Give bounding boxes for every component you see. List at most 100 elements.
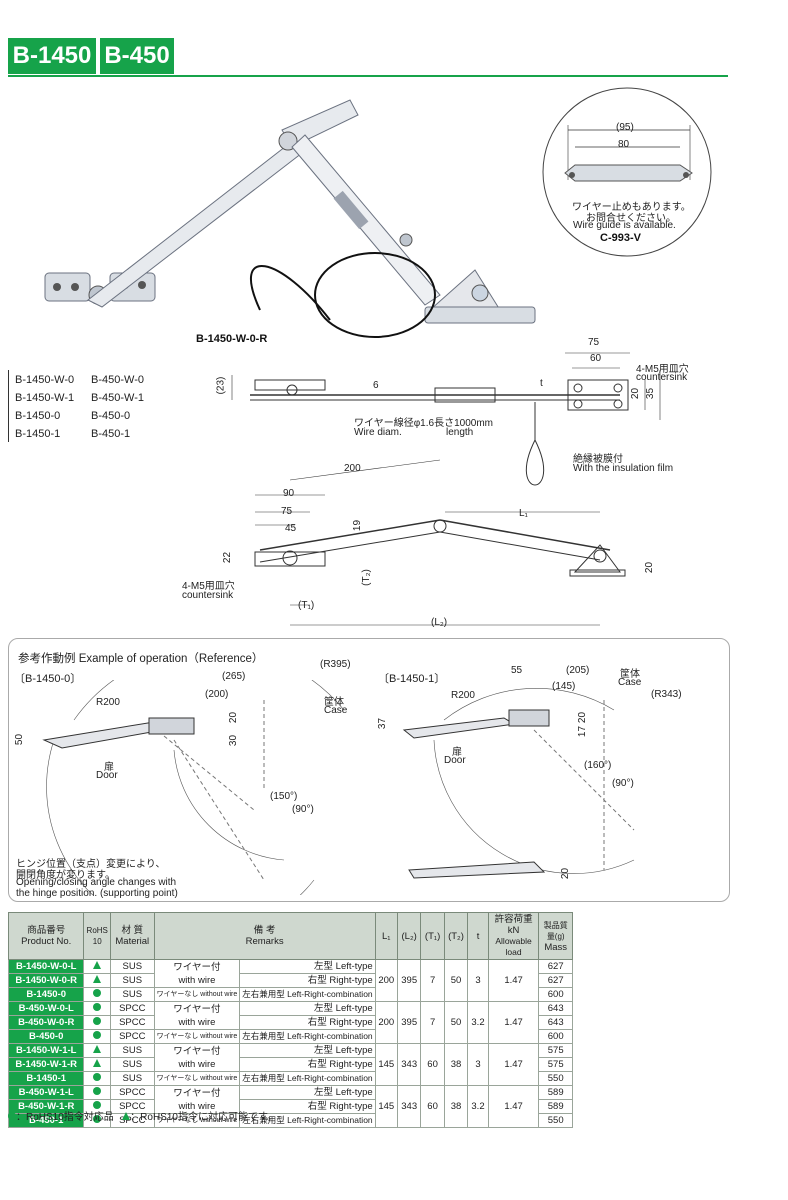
product-number: B-1450-0 xyxy=(7,987,85,1002)
mass-value: 589 xyxy=(538,1085,573,1100)
op-r-205: (205) xyxy=(566,665,590,676)
th-t: t xyxy=(467,912,489,960)
photo-label: B-1450-W-0-R xyxy=(196,333,268,345)
th-l1: L₁ xyxy=(374,912,398,960)
operation-title: 参考作動例 Example of operation（Reference） xyxy=(18,653,264,665)
t1-value: 60 xyxy=(420,1043,445,1086)
product-number: B-450-W-1-R xyxy=(7,1099,85,1114)
op-r-20: 20 xyxy=(577,711,589,724)
l2-value: 395 xyxy=(396,959,422,1002)
product-number: B-1450-W-0-L xyxy=(7,959,85,974)
t-value: 3 xyxy=(467,959,489,1002)
l1-value: 145 xyxy=(374,1085,398,1128)
op-note-jp1: ヒンジ位置（支点）変更により、 xyxy=(16,859,166,870)
countersink-en: countersink xyxy=(636,372,688,383)
th-l2: (L₂) xyxy=(396,912,422,960)
t1-value: 7 xyxy=(420,1001,445,1044)
legend: ：RoHS10指令対応品 ：RoHS10指令に対応可能です。 xyxy=(8,1108,277,1123)
inset-code: C-993-V xyxy=(600,232,641,244)
rohs-cell xyxy=(83,1029,111,1044)
op-r-55: 55 xyxy=(511,665,523,676)
t2-value: 50 xyxy=(443,959,469,1002)
dim-75: 75 xyxy=(588,337,600,348)
mass-value: 643 xyxy=(538,1001,573,1016)
wire-en: Wire diam. xyxy=(354,427,402,438)
op-l-case-en: Case xyxy=(324,705,348,716)
op-l-90: (90°) xyxy=(292,804,314,815)
op-note-jp2: 開閉角度が変ります。 xyxy=(16,870,115,881)
material: SUS xyxy=(110,987,155,1002)
op-r-145: (145) xyxy=(552,681,576,692)
op-l-50: 50 xyxy=(14,733,26,746)
dim-6: 6 xyxy=(373,380,379,391)
remark: 左型 Left-type xyxy=(239,1085,376,1100)
model-item: B-450-0 xyxy=(91,410,131,422)
rohs-dot-icon xyxy=(93,1017,102,1025)
inset-dim-outer: (95) xyxy=(616,122,634,133)
operation-diagrams xyxy=(42,680,635,895)
product-photo xyxy=(44,99,536,338)
th-t2: (T₂) xyxy=(443,912,469,960)
model-item: B-450-W-0 xyxy=(91,374,144,386)
model-item: B-1450-W-0 xyxy=(15,374,75,386)
op-r-90: (90°) xyxy=(612,778,634,789)
rohs-triangle-icon xyxy=(93,975,102,983)
inset-note-en: Wire guide is available. xyxy=(573,220,676,231)
t-value: 3.2 xyxy=(467,1001,489,1044)
operation-example-box xyxy=(8,638,730,902)
t-value: 3.2 xyxy=(467,1085,489,1128)
mass-value: 643 xyxy=(538,1015,573,1030)
dim-35: 35 xyxy=(645,387,657,400)
rohs-dot-icon xyxy=(93,1003,102,1011)
inset-note-jp: ワイヤー止めもあります。 xyxy=(572,202,691,213)
remark: 右型 Right-type xyxy=(239,1015,376,1030)
rohs-cell xyxy=(83,1001,111,1016)
op-r-160: (160°) xyxy=(584,760,612,771)
film-jp: 絶縁被膜付 xyxy=(573,454,623,465)
op-r-20b: 20 xyxy=(560,867,572,880)
operation-right-label: 〔B-1450-1〕 xyxy=(378,673,446,685)
mass-value: 575 xyxy=(538,1043,573,1058)
operation-left-label: 〔B-1450-0〕 xyxy=(14,673,82,685)
mass-value: 600 xyxy=(538,987,573,1002)
product-tag-b1450: B-1450 xyxy=(8,38,96,74)
op-r-17: 17 xyxy=(577,725,589,738)
t2-value: 38 xyxy=(443,1043,469,1086)
countersink-jp: 4-M5用皿穴 xyxy=(636,364,689,375)
op-l-150: (150°) xyxy=(270,791,298,802)
th-t1: (T₁) xyxy=(420,912,445,960)
remark: 左右兼用型 Left-Right-combination xyxy=(239,1113,376,1128)
remark: 左型 Left-type xyxy=(239,1001,376,1016)
op-r-case-en: Case xyxy=(618,677,642,688)
rohs-cell xyxy=(83,959,111,974)
load-value: 1.47 xyxy=(487,1085,540,1128)
dim-19: 19 xyxy=(352,519,364,532)
t2-value: 38 xyxy=(443,1085,469,1128)
op-r-door-en: Door xyxy=(444,755,466,766)
l1-value: 200 xyxy=(374,1001,398,1044)
op-l-case-jp: 筐体 xyxy=(324,697,344,708)
op-l-r200: R200 xyxy=(96,697,120,708)
rohs-dot-icon xyxy=(93,1073,102,1081)
product-number: B-1450-W-0-R xyxy=(7,973,85,988)
rohs-dot-icon xyxy=(93,989,102,997)
op-l-30: 30 xyxy=(228,734,240,747)
op-r-37: 37 xyxy=(377,717,389,730)
material: SPCC xyxy=(110,1029,155,1044)
product-number: B-450-W-0-R xyxy=(7,1015,85,1030)
dim-l1: L₁ xyxy=(519,508,528,519)
rohs-cell xyxy=(83,1057,111,1072)
op-r-r200: R200 xyxy=(451,690,475,701)
rohs-dot-icon xyxy=(93,1031,102,1039)
wire-guide-inset xyxy=(542,87,712,257)
rohs-dot-icon xyxy=(93,1101,102,1109)
